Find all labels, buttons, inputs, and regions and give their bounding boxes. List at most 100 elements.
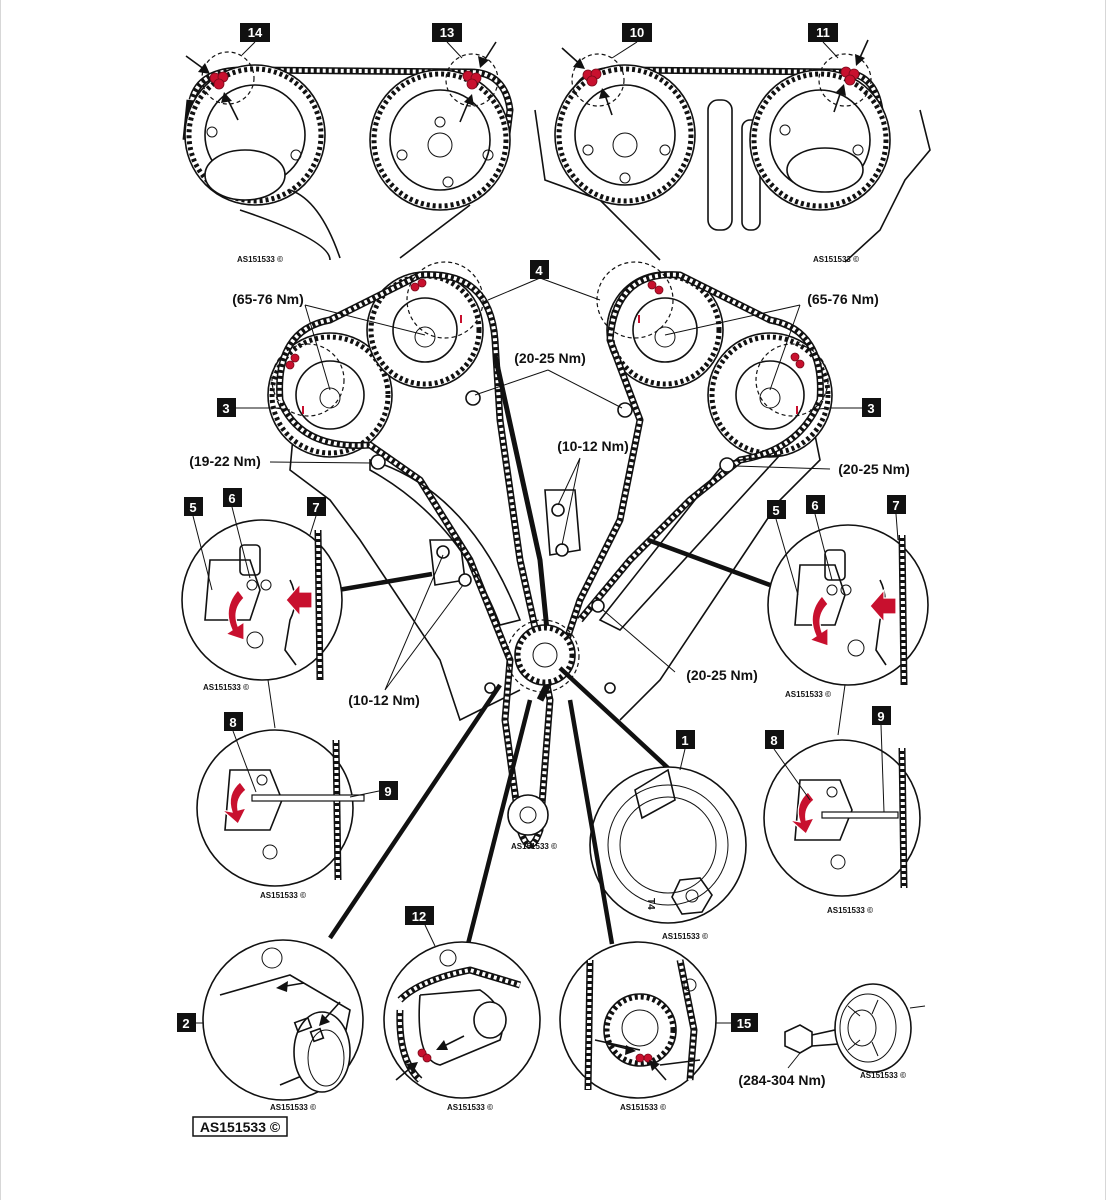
callout-6-left [223,488,242,507]
chain-guide-right [598,453,783,631]
bolt-guide-top-right [617,402,633,418]
chain-guide-center [492,354,551,641]
callout-6-left-text: 6 [228,491,235,506]
callout-3-right [862,398,881,417]
ref-detail-tensioner-right: AS151533 © [785,690,831,699]
callout-4-text: 4 [535,263,543,278]
callout-6-right [806,495,825,514]
ref-detail-key: AS151533 © [270,1103,316,1112]
callout-8-right-text: 8 [770,733,777,748]
ref-detail-crank-mark: AS151533 © [620,1103,666,1112]
crank-bolt [671,877,713,915]
callout-10 [622,23,652,42]
ref-detail-pin-left: AS151533 © [260,891,306,900]
torque-cam-left: (65-76 Nm) [232,291,304,307]
torque-guide-lower: (20-25 Nm) [686,667,758,683]
callout-10-text: 10 [630,25,644,40]
detail-crank-mark: 15 AS151533 © [559,699,758,1112]
callout-3-right-text: 3 [867,401,874,416]
chain-guide-left [369,458,522,626]
ref-detail-pulley: AS151533 © [860,1071,906,1080]
ref-top-right: AS151533 © [813,255,859,264]
figure-id: AS151533 © [200,1119,281,1135]
callout-9-left-text: 9 [384,784,391,799]
detail-lock-pin-left: 8 9 AS151533 © [196,712,398,900]
bolt-tensioner-left-a [436,545,450,559]
alignment-zone-left-exhaust [271,343,345,417]
detail-tensioner-right: 5 6 7 AS151533 © [647,495,929,736]
callout-9-right-text: 9 [877,709,884,724]
rotation-arrow-icon [219,781,248,825]
callout-1-text: 1 [681,733,688,748]
panel-top-right-cam-sprockets: 10 11 AS151533 © [534,23,931,264]
lock-pin [251,794,365,802]
detail-crank-front: T4 1 AS151533 © [558,666,747,941]
alignment-zone-left-intake [406,261,484,339]
callout-13 [432,23,462,42]
timing-mark-15 [635,1053,645,1063]
rotation-arrow-icon [224,589,245,641]
detail-lock-pin-right: 8 9 AS151533 © [763,706,921,915]
bolt-guide-top-left [465,390,481,406]
alignment-zone-right-intake [596,261,674,339]
callout-2 [177,1013,196,1032]
callout-15-text: 15 [737,1016,751,1031]
ref-top-left: AS151533 © [237,255,283,264]
bolt-guide-lower [591,599,605,613]
callout-12 [405,906,434,925]
crank-stamp: T4 [645,898,656,910]
oil-pump-sprocket [507,794,549,836]
detail-tensioner-left: 5 6 7 AS151533 © [181,488,433,729]
detail-crank-key: 2 AS151533 © [177,683,502,1112]
torque-guide-left: (19-22 Nm) [189,453,261,469]
push-arrow-icon [869,588,897,624]
callout-8-left-text: 8 [229,715,236,730]
bolt-tensioner-center-b [555,543,569,557]
lock-pin [821,811,899,819]
callout-1 [676,730,695,749]
callout-9-left [379,781,398,800]
callout-12-text: 12 [412,909,426,924]
ref-main: AS151533 © [511,842,557,851]
callout-13-text: 13 [440,25,454,40]
detail-lower-guide: 12 AS151533 © [383,699,541,1112]
alignment-zone-14 [201,51,255,105]
rotation-arrow-icon [787,791,816,835]
alignment-zone-11 [818,53,872,107]
callout-3-left [217,398,236,417]
callout-4 [530,260,549,279]
callout-9-right [872,706,891,725]
panel-top-left-cam-sprockets: 14 13 AS151533 © [182,23,514,264]
crank-pulley [834,983,912,1073]
push-arrow-icon [285,582,313,618]
callout-7-right-text: 7 [892,498,899,513]
callout-15 [731,1013,758,1032]
callout-8-left [224,712,243,731]
page-left-edge [0,0,1,1200]
crank-pulley-bolt [784,1024,813,1054]
ref-detail-crank-front: AS151533 © [662,932,708,941]
bolt-tensioner-center-a [551,503,565,517]
callout-7-left [307,497,326,516]
torque-tensioner-center: (10-12 Nm) [557,438,629,454]
alignment-zone-10 [571,53,625,107]
callout-7-right [887,495,906,514]
callout-11 [808,23,838,42]
callout-5-right-text: 5 [772,503,779,518]
callout-5-left [184,497,203,516]
callout-2-text: 2 [182,1016,189,1031]
callout-5-left-text: 5 [189,500,196,515]
bolt-tensioner-left-b [458,573,472,587]
torque-guide-right: (20-25 Nm) [838,461,910,477]
callout-7-left-text: 7 [312,500,319,515]
alignment-zone-right-exhaust [755,343,829,417]
ref-detail-tensioner-left: AS151533 © [203,683,249,692]
torque-cam-right: (65-76 Nm) [807,291,879,307]
callout-14 [240,23,270,42]
callout-8-right [765,730,784,749]
alignment-zone-13 [445,53,499,107]
torque-guide-top: (20-25 Nm) [514,350,586,366]
figure-id-box [192,1116,288,1137]
ref-detail-guide: AS151533 © [447,1103,493,1112]
